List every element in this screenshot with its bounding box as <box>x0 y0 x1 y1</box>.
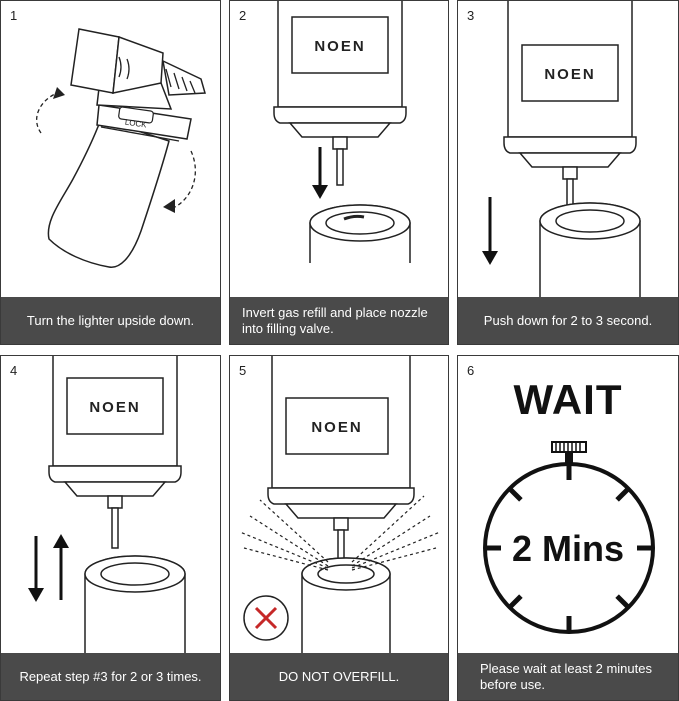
gas-refill-illustration: NOEN <box>482 1 641 301</box>
brand-label: NOEN <box>311 419 362 436</box>
step-number: 3 <box>467 8 475 23</box>
step-number: 4 <box>10 363 18 378</box>
step-number: 6 <box>467 363 475 378</box>
step-number: 1 <box>10 8 18 23</box>
timer-text: 2 Mins <box>511 528 625 569</box>
brand-label: NOEN <box>314 38 365 55</box>
rotate-arrow-icon <box>36 87 196 213</box>
step-caption: Turn the lighter upside down. <box>1 297 220 344</box>
down-arrow-icon <box>482 197 498 265</box>
step-6-panel: 6 WAIT 2 Mins Please wait at least 2 min… <box>457 355 679 701</box>
step-5-panel: 5 NOEN DO NOT OVER <box>229 355 449 701</box>
down-arrow-icon <box>312 147 328 199</box>
gas-refill-illustration: NOEN <box>239 356 441 656</box>
step-caption: Invert gas refill and place nozzle into … <box>230 297 448 344</box>
gas-refill-illustration: NOEN <box>28 356 186 656</box>
step-3-panel: 3 NOEN Push down for 2 to 3 second. <box>457 0 679 345</box>
lighter-lock-label: LOCK <box>124 118 147 130</box>
brand-label: NOEN <box>89 399 140 416</box>
stopwatch-icon <box>483 441 655 634</box>
gas-refill-illustration: NOEN <box>273 1 411 263</box>
step-4-panel: 4 NOEN Repeat step #3 for 2 or 3 times. <box>0 355 221 701</box>
step-number: 5 <box>239 363 247 378</box>
step-2-panel: 2 NOEN Invert gas refill and place nozzl… <box>229 0 449 345</box>
step-caption: Please wait at least 2 minutes before us… <box>458 653 678 700</box>
x-mark-icon <box>243 595 289 641</box>
step-caption: Push down for 2 to 3 second. <box>458 297 678 344</box>
down-arrow-icon <box>28 536 44 602</box>
step-1-panel: 1 LOCK <box>0 0 221 345</box>
spray-lines-icon <box>239 495 441 571</box>
brand-label: NOEN <box>544 66 595 83</box>
step-caption: DO NOT OVERFILL. <box>230 653 448 700</box>
wait-title: WAIT <box>513 376 623 423</box>
up-arrow-icon <box>53 534 69 600</box>
step-caption: Repeat step #3 for 2 or 3 times. <box>1 653 220 700</box>
step-number: 2 <box>239 8 247 23</box>
lighter-illustration: LOCK <box>36 28 206 268</box>
